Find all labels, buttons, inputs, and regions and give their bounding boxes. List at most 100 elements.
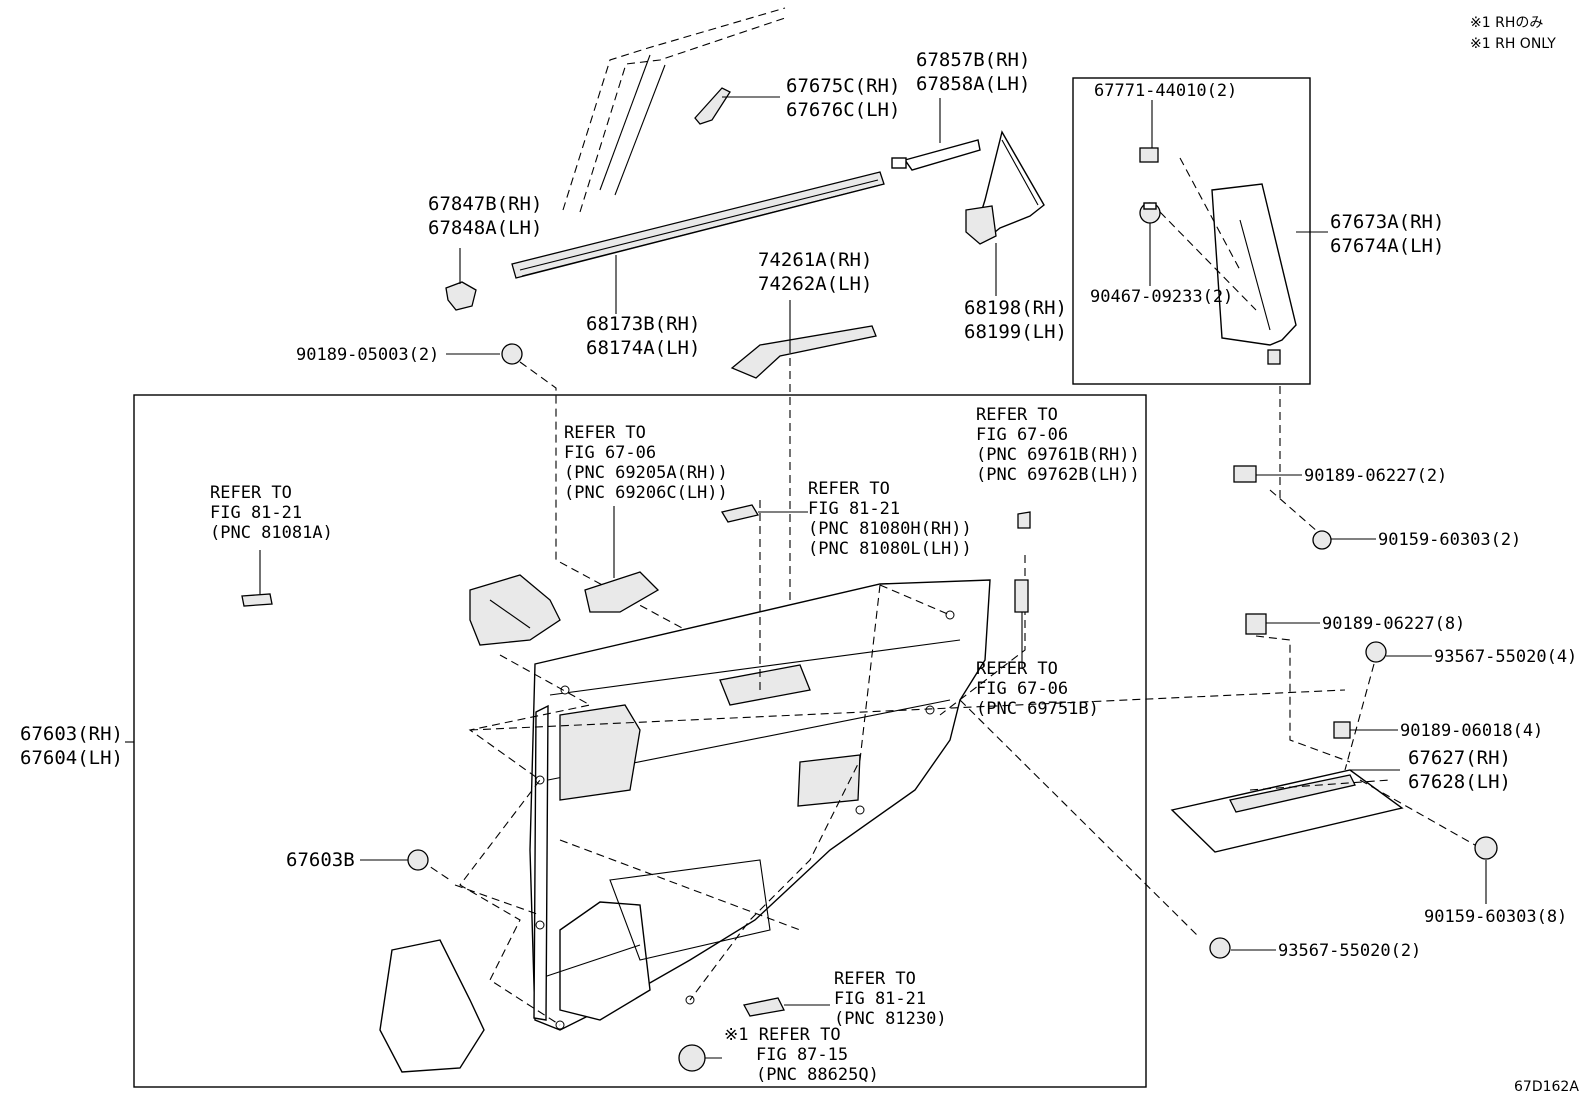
refer-line: (PNC 69751B) [976, 699, 1099, 719]
callout-67675: 67675C(RH) 67676C(LH) [786, 75, 900, 121]
callout-line: 67675C(RH) [786, 75, 900, 97]
refer-line: (PNC 69761B(RH)) [976, 445, 1140, 465]
refer-line: REFER TO [808, 479, 890, 499]
refer-line: ※1 REFER TO [724, 1025, 841, 1045]
note-en: ※1 RH ONLY [1470, 36, 1556, 52]
service-hole-cover-part [379, 939, 485, 1073]
callout-line: 90189-06227(8) [1322, 614, 1465, 634]
refer-81080: REFER TO FIG 81-21 (PNC 81080H(RH)) (PNC… [808, 479, 972, 559]
callout-line: 90189-06018(4) [1400, 721, 1543, 741]
callout-line: 90467-09233(2) [1090, 287, 1233, 307]
trim-clip-67603b [360, 849, 429, 871]
rh-door-bracket-part [1159, 157, 1328, 365]
refer-81081a: REFER TO FIG 81-21 (PNC 81081A) [210, 483, 333, 543]
door-panel-frame [133, 394, 1147, 1088]
refer-line: REFER TO [976, 659, 1058, 679]
refer-69751: REFER TO FIG 67-06 (PNC 69751B) [976, 659, 1099, 719]
callout-line: 67673A(RH) [1330, 211, 1444, 233]
clip-90189-06227-lower [1245, 613, 1351, 763]
callout-line: 67604(LH) [20, 747, 123, 769]
clip-90189-06227-upper [1233, 386, 1302, 500]
refer-88625: ※1 REFER TO FIG 87-15 (PNC 88625Q) [724, 1025, 879, 1085]
clip-90189-06018 [1333, 721, 1398, 739]
armrest-base-bracket-part [1170, 769, 1404, 853]
callout-line: 67676C(LH) [786, 99, 900, 121]
refer-line: (PNC 81230) [834, 1009, 947, 1029]
refer-line: (PNC 69205A(RH)) [564, 463, 728, 483]
belt-weatherstrip-part [511, 171, 885, 314]
callout-93567-55020-2: 93567-55020(2) [1278, 941, 1421, 961]
refer-line: FIG 67-06 [976, 425, 1068, 445]
callout-67673: 67673A(RH) 67674A(LH) [1330, 211, 1444, 257]
callout-line: 67857B(RH) [916, 49, 1030, 71]
screw-93567-55020-2 [1209, 937, 1276, 959]
callout-line: 68199(LH) [964, 321, 1067, 343]
refer-69761: REFER TO FIG 67-06 (PNC 69761B(RH)) (PNC… [976, 405, 1140, 485]
callout-line: 68198(RH) [964, 297, 1067, 319]
callout-line: 67858A(LH) [916, 73, 1030, 95]
callout-67771: 67771-44010(2) [1094, 81, 1237, 101]
callout-line: 68173B(RH) [586, 313, 700, 335]
callout-90159-60303-upper: 90159-60303(2) [1378, 530, 1521, 550]
callout-line: 67603B [286, 849, 355, 871]
note-jp: ※1 RHのみ [1470, 15, 1543, 31]
speaker-grille-part [678, 1044, 722, 1072]
callout-90189-06018: 90189-06018(4) [1400, 721, 1543, 741]
refer-line: FIG 81-21 [834, 989, 926, 1009]
note-block: ※1 RHのみ ※1 RH ONLY 67D162A [1470, 15, 1579, 1095]
callout-93567-55020-4: 93567-55020(4) [1434, 647, 1577, 667]
callout-line: 67674A(LH) [1330, 235, 1444, 257]
callout-67603: 67603(RH) 67604(LH) [20, 723, 123, 769]
callout-90189-05003: 90189-05003(2) [296, 345, 439, 365]
callout-line: 93567-55020(2) [1278, 941, 1421, 961]
switch-plug-part [1014, 511, 1031, 668]
callout-line: 90159-60303(2) [1378, 530, 1521, 550]
rh-bracket-frame [1072, 77, 1311, 385]
callout-67847: 67847B(RH) 67848A(LH) [428, 193, 542, 239]
refer-line: (PNC 88625Q) [756, 1065, 879, 1085]
belt-bracket-part [891, 98, 981, 171]
courtesy-lamp-part [241, 550, 273, 607]
glass-run-outline [562, 7, 786, 213]
callout-line: 90189-06227(2) [1304, 466, 1447, 486]
callout-line: 67847B(RH) [428, 193, 542, 215]
callout-90189-06227-upper: 90189-06227(2) [1304, 466, 1447, 486]
handle-bezel-clip-part [720, 504, 808, 523]
weatherstrip-clip-part [445, 248, 477, 311]
door-trim-panel-part [529, 579, 991, 1031]
callout-90467: 90467-09233(2) [1090, 287, 1233, 307]
callout-line: 67627(RH) [1408, 747, 1511, 769]
refer-81230: REFER TO FIG 81-21 (PNC 81230) [834, 969, 947, 1029]
callout-line: 74261A(RH) [758, 249, 872, 271]
inner-handle-part [469, 506, 660, 646]
callout-line: 67771-44010(2) [1094, 81, 1237, 101]
callout-90159-60303-lower: 90159-60303(8) [1424, 907, 1567, 927]
callout-67857: 67857B(RH) 67858A(LH) [916, 49, 1030, 95]
callout-line: 90189-05003(2) [296, 345, 439, 365]
bracket-clip-part [1139, 100, 1159, 163]
callout-90189-06227-lower: 90189-06227(8) [1322, 614, 1465, 634]
callout-line: 67848A(LH) [428, 217, 542, 239]
callout-line: 67603(RH) [20, 723, 123, 745]
refer-line: (PNC 69762B(LH)) [976, 465, 1140, 485]
refer-line: FIG 81-21 [808, 499, 900, 519]
refer-line: REFER TO [564, 423, 646, 443]
refer-line: REFER TO [834, 969, 916, 989]
refer-line: FIG 81-21 [210, 503, 302, 523]
callout-68173: 68173B(RH) 68174A(LH) [586, 313, 700, 359]
reflector-part [743, 997, 830, 1017]
callout-line: 93567-55020(4) [1434, 647, 1577, 667]
window-frame-bracket-part [965, 130, 1045, 296]
refer-line: (PNC 81080H(RH)) [808, 519, 972, 539]
refer-line: (PNC 81081A) [210, 523, 333, 543]
refer-69205: REFER TO FIG 67-06 (PNC 69205A(RH)) (PNC… [564, 423, 728, 503]
callout-74261: 74261A(RH) 74262A(LH) [758, 249, 872, 295]
callout-line: 74262A(LH) [758, 273, 872, 295]
callout-line: 68174A(LH) [586, 337, 700, 359]
corner-garnish-part [694, 87, 780, 125]
figure-id: 67D162A [1514, 1079, 1579, 1095]
screw-93567-55020-4 [1344, 641, 1432, 771]
callout-68198: 68198(RH) 68199(LH) [964, 297, 1067, 343]
refer-line: REFER TO [210, 483, 292, 503]
